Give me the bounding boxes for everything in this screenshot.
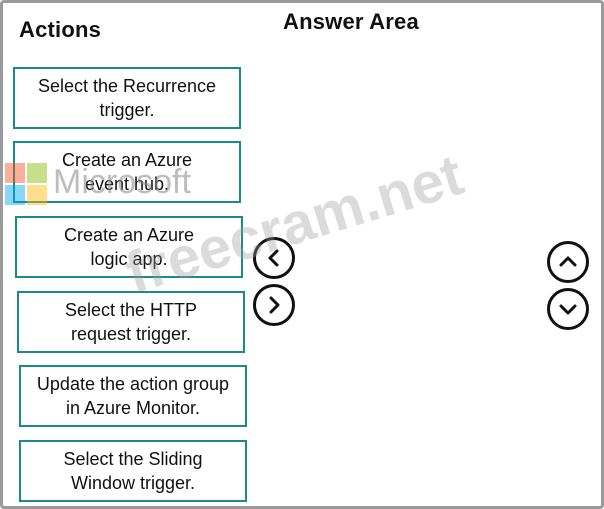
action-item-recurrence-trigger[interactable]: Select the Recurrence trigger. [13, 67, 241, 129]
action-item-label: Create an Azure logic app. [63, 225, 195, 269]
action-item-label: Create an Azure event hub. [61, 150, 193, 194]
microsoft-text-watermark: Microsoft [53, 163, 191, 201]
action-item-label: Select the Sliding Window trigger. [63, 449, 203, 493]
action-item-update-action-group[interactable]: Update the action group in Azure Monitor… [19, 365, 247, 427]
move-up-button[interactable] [547, 241, 589, 283]
move-down-button[interactable] [547, 288, 589, 330]
actions-heading: Actions [19, 17, 102, 42]
action-item-label: Update the action group in Azure Monitor… [36, 374, 230, 418]
chevron-left-icon [268, 249, 279, 267]
action-item-label: Select the HTTP request trigger. [64, 300, 198, 344]
chevron-up-icon [559, 256, 577, 267]
chevron-down-icon [559, 304, 577, 315]
move-right-button[interactable] [253, 284, 295, 326]
action-item-create-event-hub[interactable]: Create an Azure event hub. [13, 141, 241, 203]
action-item-sliding-window-trigger[interactable]: Select the Sliding Window trigger. [19, 440, 247, 502]
chevron-right-icon [269, 296, 280, 314]
action-item-label: Select the Recurrence trigger. [37, 76, 217, 120]
move-left-button[interactable] [253, 237, 295, 279]
answer-area-heading: Answer Area [283, 9, 419, 34]
microsoft-logo-watermark [5, 163, 49, 207]
action-item-create-logic-app[interactable]: Create an Azure logic app. [15, 216, 243, 278]
action-item-http-request-trigger[interactable]: Select the HTTP request trigger. [17, 291, 245, 353]
